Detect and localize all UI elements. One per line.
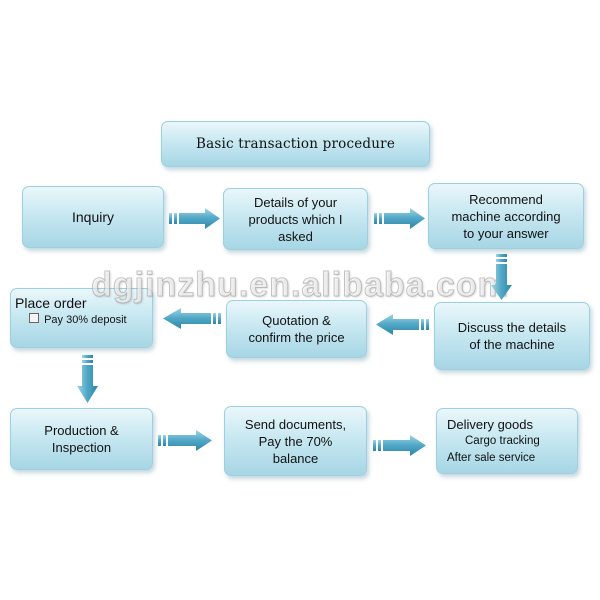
step-discuss-line-1: Discuss the details bbox=[457, 320, 567, 335]
step-delivery-line-2: Cargo tracking bbox=[465, 434, 540, 447]
step-recommend-line-3: to your answer bbox=[463, 225, 549, 241]
step-send-docs-line-2: Pay the 70% bbox=[258, 433, 333, 449]
title-box: Basic transaction procedure bbox=[161, 121, 430, 167]
step-delivery-line-3: After sale service bbox=[447, 451, 536, 464]
arrow-left-icon bbox=[163, 308, 221, 329]
step-quotation-line-1: Quotation & bbox=[262, 313, 331, 328]
arrow-right-icon bbox=[373, 435, 426, 456]
checkbox-icon bbox=[29, 313, 39, 323]
arrow-left-icon bbox=[376, 314, 429, 335]
step-recommend-machine: Recommend machine according to your answ… bbox=[428, 183, 584, 249]
step-details-line-2: products which I bbox=[248, 211, 343, 227]
step-recommend-line-1: Recommend bbox=[469, 191, 543, 207]
step-details-line-1: Details of your bbox=[253, 194, 338, 210]
step-recommend-line-2: machine according bbox=[451, 208, 561, 224]
arrow-right-icon bbox=[158, 430, 212, 451]
step-send-docs-line-1: Send documents, bbox=[244, 416, 347, 432]
step-product-details: Details of your products which I asked bbox=[223, 188, 368, 250]
step-discuss-line-2: of the machine bbox=[469, 337, 555, 352]
arrow-right-icon bbox=[374, 208, 425, 229]
step-quotation-line-2: confirm the price bbox=[248, 330, 345, 345]
step-delivery-line-1: Delivery goods bbox=[447, 416, 533, 432]
step-place-order-line-2: Pay 30% deposit bbox=[15, 312, 127, 329]
step-details-line-3: asked bbox=[278, 228, 313, 244]
step-discuss-details: Discuss the details of the machine bbox=[434, 302, 590, 370]
step-production-line-1: Production & bbox=[44, 423, 119, 438]
step-quotation: Quotation & confirm the price bbox=[226, 300, 367, 358]
step-inquiry: Inquiry bbox=[22, 186, 164, 248]
arrow-down-icon bbox=[491, 254, 512, 300]
step-production-line-2: Inspection bbox=[51, 440, 112, 455]
step-inquiry-label: Inquiry bbox=[71, 208, 115, 225]
step-place-order: Place order Pay 30% deposit bbox=[10, 288, 153, 348]
deposit-text: Pay 30% deposit bbox=[44, 314, 127, 326]
arrow-down-icon bbox=[77, 355, 98, 403]
step-send-docs-line-3: balance bbox=[272, 450, 319, 466]
step-send-documents: Send documents, Pay the 70% balance bbox=[224, 406, 367, 476]
step-production: Production & Inspection bbox=[10, 408, 153, 470]
step-place-order-line-1: Place order bbox=[15, 295, 87, 311]
step-delivery: Delivery goods Cargo tracking After sale… bbox=[436, 408, 578, 474]
arrow-right-icon bbox=[169, 208, 220, 229]
diagram-title: Basic transaction procedure bbox=[195, 135, 396, 152]
